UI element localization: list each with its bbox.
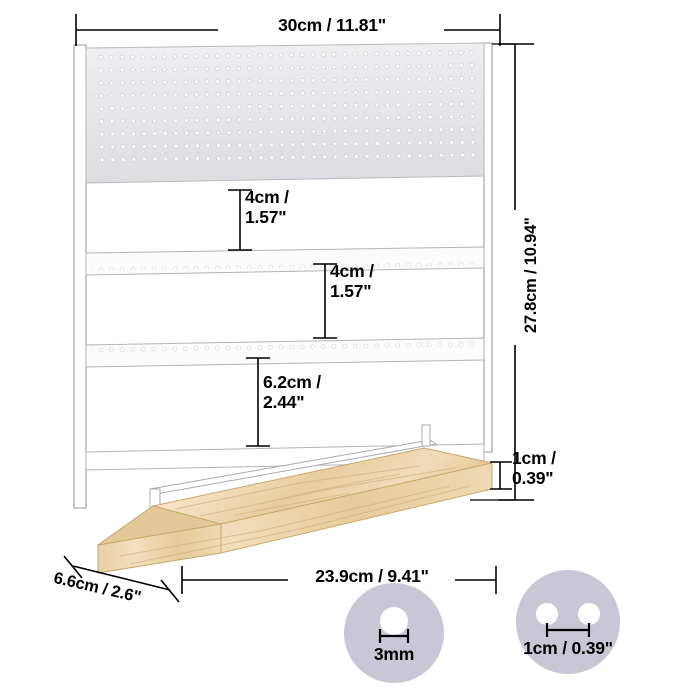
dim-label-base-thickness: 1cm / 0.39"	[512, 448, 556, 488]
dim-gap-3	[246, 357, 270, 447]
callout-hole-diameter	[344, 583, 444, 683]
dim-label-right-height: 27.8cm / 10.94"	[521, 217, 540, 334]
diameter-arrow	[378, 629, 410, 643]
dim-gap-1	[228, 189, 252, 251]
frame-left-post	[73, 44, 87, 509]
stand-structure	[73, 42, 493, 574]
hole-bar-1	[85, 246, 485, 276]
callout-label-hole-spacing: 1cm / 0.39"	[523, 638, 613, 658]
dim-base-depth	[63, 555, 180, 603]
wooden-base	[97, 447, 493, 574]
callout-hole-spacing	[516, 570, 620, 674]
dim-label-gap-2: 4cm / 1.57"	[330, 261, 374, 301]
dim-base-thickness	[490, 461, 512, 490]
dim-label-gap-3: 6.2cm / 2.44"	[263, 372, 321, 412]
dim-label-gap-1: 4cm / 1.57"	[245, 187, 289, 227]
wood-grain	[119, 465, 471, 565]
dim-top-width	[75, 14, 501, 46]
callout-label-hole-diameter: 3mm	[373, 644, 415, 664]
frame-right-post	[483, 42, 493, 453]
hole-bar-2	[85, 337, 485, 368]
dim-gap-2	[313, 263, 337, 339]
spacing-arrow	[545, 623, 591, 637]
perforated-panel	[85, 42, 485, 184]
dim-right-height	[470, 43, 534, 501]
dimension-lines	[63, 14, 534, 603]
dim-label-top-width: 30cm / 11.81"	[278, 15, 386, 35]
panel-hole-grid	[92, 49, 480, 165]
dim-label-base-length: 23.9cm / 9.41"	[315, 566, 429, 586]
dim-base-length	[181, 566, 497, 594]
